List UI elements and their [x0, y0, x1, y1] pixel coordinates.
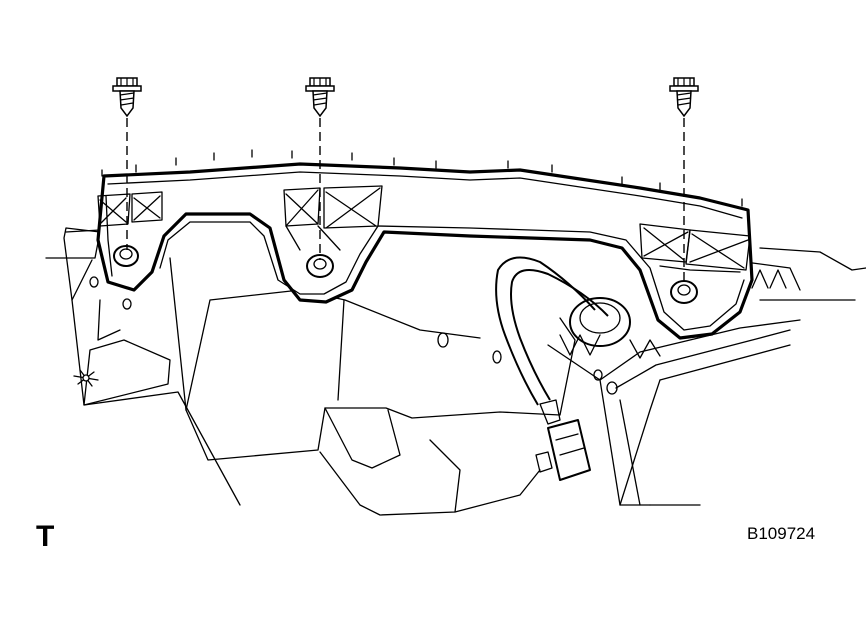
bolt-right-icon [669, 77, 699, 286]
bolt-left-icon [112, 77, 142, 250]
vehicle-body-structure [45, 227, 866, 516]
bracket-left-boss [97, 191, 163, 267]
figure-code: B109724 [747, 524, 816, 543]
bracket-right-boss [639, 223, 751, 304]
bolt-center-icon [305, 77, 335, 260]
torque-symbol: T [36, 520, 55, 553]
bumper-side-bracket [96, 149, 754, 340]
bracket-center-boss [283, 185, 383, 278]
